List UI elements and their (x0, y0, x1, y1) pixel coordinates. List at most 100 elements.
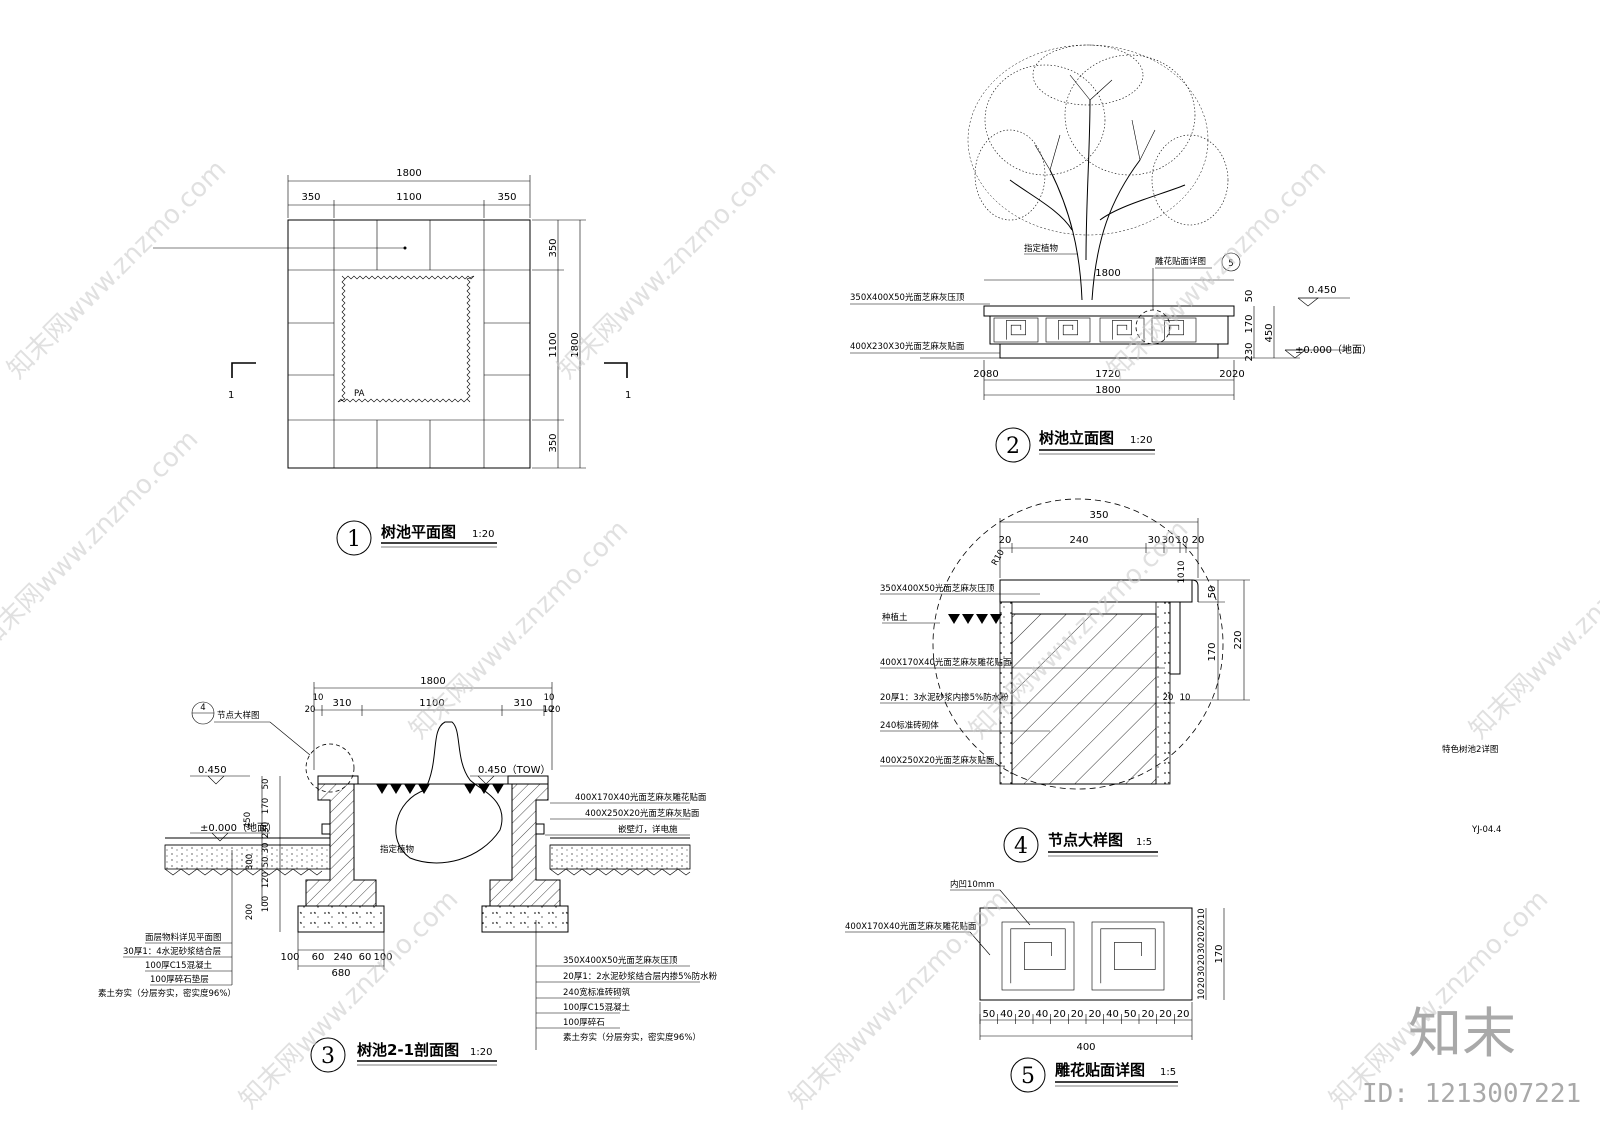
label-sec-rb3: 240宽标准砖砌筑 (563, 987, 631, 998)
dim-panel-total: 400 (1076, 1042, 1095, 1053)
dim-node-t2: 240 (1069, 535, 1088, 546)
drawing-1-title: 树池平面图 (381, 523, 456, 541)
dim-sec-t4: 1100 (419, 698, 444, 709)
label-detail-3: 节点大样图 (217, 710, 260, 721)
label-panel: 400X170X40光面芝麻灰雕花贴面 (845, 921, 977, 932)
label-node-4: 20厚1：3水泥砂浆内掺5%防水粉 (880, 692, 1009, 703)
drawing-4-title: 节点大样图 (1048, 831, 1123, 849)
dim-node-t6: 20 (1192, 535, 1205, 546)
dim-node-r2: 10 (1177, 573, 1187, 584)
meander-panels (993, 317, 1197, 343)
soil-mark (376, 784, 388, 794)
dim-sec-b2: 60 (312, 952, 325, 963)
dim-node-b1: 20 (1163, 693, 1174, 703)
label-node-5: 240标准砖砌体 (880, 720, 939, 731)
label-pa: PA (354, 389, 365, 399)
dim-sec-t8: 10 (543, 705, 554, 715)
dim-sec-t2: 20 (305, 705, 316, 715)
meander-frame (1045, 317, 1091, 343)
label-plant-3: 指定植物 (380, 844, 415, 855)
dim-panel-bottom: 40 (1000, 1009, 1013, 1020)
dim-node-t1: 20 (999, 535, 1012, 546)
dim-plan-r4: 1800 (570, 332, 581, 357)
dim-node-top: 350 (1089, 510, 1108, 521)
meander-path (1164, 320, 1184, 340)
drawing-2-number: 2 (1006, 434, 1020, 459)
brand-logo: 知末 (1408, 1002, 1516, 1065)
dim-sec-l6: 50 (261, 857, 271, 868)
section-mark-left: 1 (228, 390, 234, 401)
dim-sec-l7: 300 (245, 854, 255, 870)
dim-sec-top: 1800 (420, 676, 445, 687)
meander-path (1058, 320, 1078, 340)
meander-path (1100, 928, 1156, 984)
label-sec-rb4: 100厚C15混凝土 (563, 1002, 630, 1013)
drawing-5-scale: 1:5 (1160, 1067, 1176, 1078)
soil-mark (492, 784, 504, 794)
meander-frame (1099, 317, 1145, 343)
dim-panel-bottom: 20 (1159, 1009, 1172, 1020)
watermarks: 知末网www.znzmo.com 知末网www.znzmo.com 知末网www… (0, 154, 1600, 1115)
drawing-5-number: 5 (1021, 1064, 1035, 1089)
label-sec-l1: 面层物料详见平面图 (145, 932, 222, 943)
meander-frame (1091, 921, 1165, 991)
label-sec-rb2: 20厚1：2水泥砂浆结合层内掺5%防水粉 (563, 971, 718, 982)
label-sec-rb6: 素土夯实（分层夯实，密实度96%） (563, 1032, 701, 1043)
dim-panel-bottom: 40 (1035, 1009, 1048, 1020)
sheet-code: YJ-04.4 (1471, 825, 1501, 835)
tree-canopy (967, 44, 1229, 301)
drawing-3-number: 3 (321, 1044, 335, 1069)
section-mark-right: 1 (625, 390, 631, 401)
soil-mark (464, 784, 476, 794)
dim-plan-b: 1100 (396, 192, 421, 203)
drawing-3-scale: 1:20 (470, 1047, 492, 1058)
dim-elev-r3: 230 (1244, 342, 1255, 361)
watermark-7: 知末网www.znzmo.com (1464, 514, 1600, 745)
dim-node-r4: 170 (1207, 642, 1218, 661)
watermark-1: 知末网www.znzmo.com (2, 154, 233, 385)
dim-sec-l8: 120 (261, 872, 271, 888)
soil-mark (948, 614, 960, 624)
label-node-6: 400X250X20光面芝麻灰贴面 (880, 755, 995, 766)
label-sec-l2: 30厚1：4水泥砂浆结合层 (123, 946, 221, 957)
drawing-3-section: 指定植物 1800 10 20 310 1100 310 10 20 10 4 … (98, 676, 718, 1073)
dim-elev-r2: 170 (1244, 314, 1255, 333)
dim-sec-t3: 310 (332, 698, 351, 709)
dim-plan-r2: 1100 (548, 332, 559, 357)
dim-elev-b4: 1800 (1095, 385, 1120, 396)
dim-panel-right: 20 (1197, 931, 1207, 942)
drawing-3-title: 树池2-1剖面图 (357, 1041, 459, 1059)
dim-panel-right: 30 (1197, 966, 1207, 977)
dim-sec-l10: 200 (245, 904, 255, 920)
dim-panel-bottom: 20 (1053, 1009, 1066, 1020)
sheet-title: 特色树池2详图 (1442, 744, 1498, 755)
dim-panel-bottom: 20 (1088, 1009, 1101, 1020)
label-detail-2: 雕花贴面详图 (1155, 256, 1206, 267)
drawing-4-detail: 350 20 240 30 30 10 20 R10 10 10 50 170 … (880, 498, 1250, 863)
dim-sec-l2: 170 (261, 798, 271, 814)
dim-plan-a: 350 (301, 192, 320, 203)
dim-sec-b5: 100 (373, 952, 392, 963)
drawing-1-number: 1 (347, 527, 361, 552)
dim-panel-right: 30 (1197, 943, 1207, 954)
dim-sec-b1: 100 (280, 952, 299, 963)
watermark-5: 知末网www.znzmo.com (404, 514, 635, 745)
dim-panel-height: 170 (1214, 944, 1225, 963)
watermark-4: 知末网www.znzmo.com (0, 424, 204, 655)
brand-id: ID: 1213007221 (1362, 1079, 1581, 1109)
watermark-2: 知末网www.znzmo.com (552, 154, 783, 385)
soil-mark (404, 784, 416, 794)
label-cap-2: 350X400X50光面芝麻灰压顶 (850, 292, 965, 303)
level-sec-ground: ±0.000（地面） (200, 821, 277, 834)
dim-sec-l5: 30 (261, 843, 271, 854)
drawing-4-scale: 1:5 (1136, 837, 1152, 848)
dim-node-t5: 10 (1176, 535, 1189, 546)
dim-panel-right: 10 (1197, 989, 1207, 1000)
dim-sec-b3: 240 (333, 952, 352, 963)
label-node-1: 350X400X50光面芝麻灰压顶 (880, 583, 995, 594)
label-node-2: 种植土 (882, 612, 908, 623)
label-sec-rt1: 400X170X40光面芝麻灰雕花贴面 (575, 792, 707, 803)
dim-sec-l1: 50 (261, 779, 271, 790)
dim-panel-bottom: 20 (1071, 1009, 1084, 1020)
